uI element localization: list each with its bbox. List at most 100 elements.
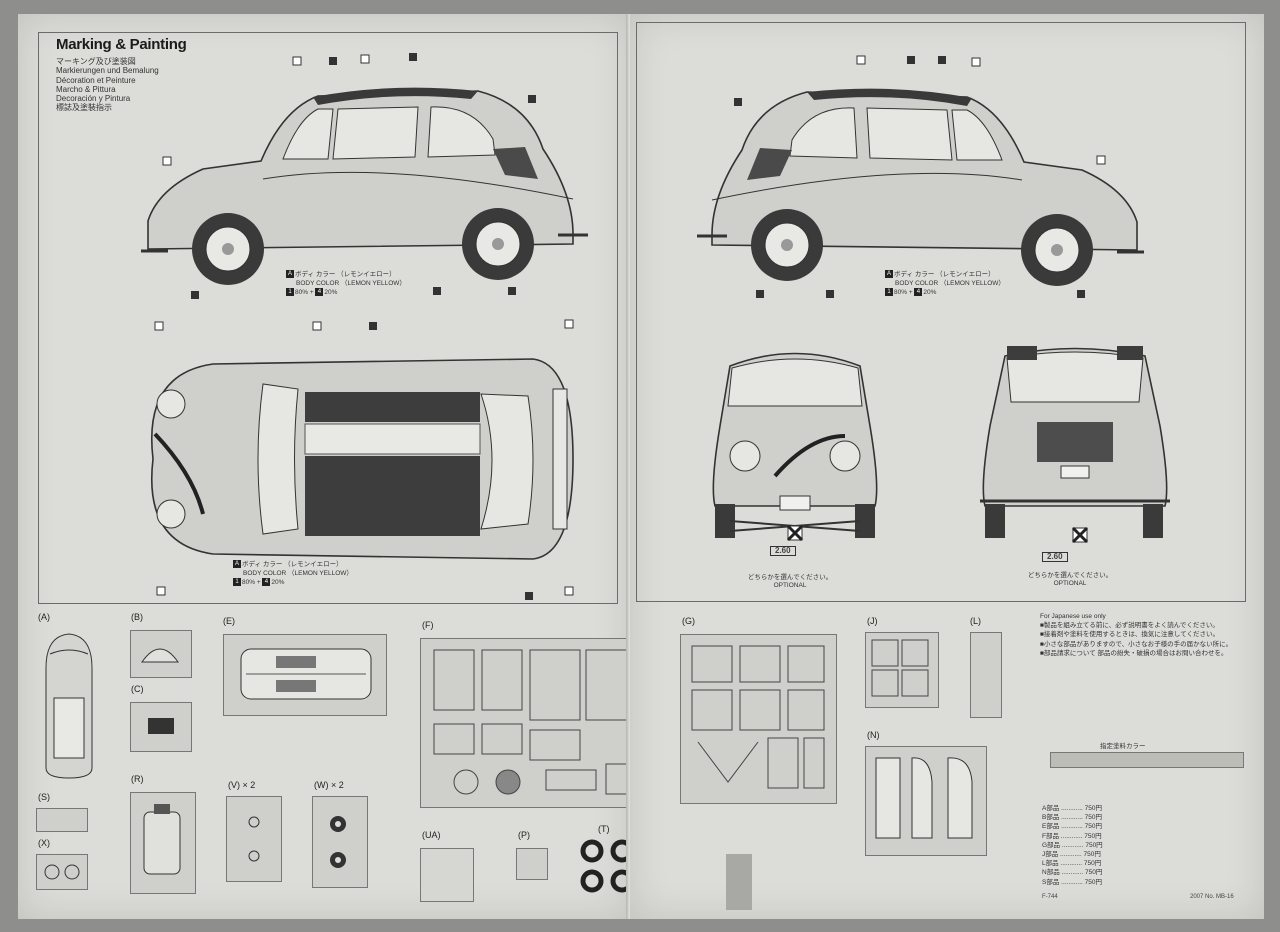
- sprue-w: [312, 796, 368, 888]
- order-row: E部品 ............ 750円: [1042, 823, 1102, 831]
- mix-ratio-1: 80% +: [242, 579, 263, 586]
- sprue-f: [420, 638, 630, 808]
- license-plate-rear: 2.60: [1042, 552, 1068, 562]
- optional-note-rear: どちらかを選んでください。 OPTIONAL: [1005, 572, 1135, 588]
- part-x-shape: [44, 864, 80, 880]
- part-label: (L): [970, 616, 981, 626]
- sprue-ua: [420, 848, 474, 902]
- part-label: (N): [867, 730, 880, 740]
- part-label: (B): [131, 612, 143, 622]
- part-label: (J): [867, 616, 878, 626]
- subtitle-line: Marcho & Pittura: [56, 84, 116, 94]
- left-page: Marking & Painting マーキング及び塗装図 Markierung…: [18, 14, 630, 919]
- part-label: (F): [422, 620, 434, 630]
- body-color-jp: ボディ カラー （レモンイエロー）: [242, 561, 343, 568]
- order-row: A部品 ............ 750円: [1042, 805, 1102, 812]
- subtitle-line: Decoración y Pintura: [56, 94, 131, 104]
- mix-ratio-1: 80% +: [295, 289, 316, 296]
- mix-number-1: 1: [233, 578, 241, 587]
- note-line: ■小さな部品がありますので、小さなお子様の手の届かない所に。: [1040, 640, 1233, 648]
- body-color-jp: ボディ カラー （レモンイエロー）: [295, 271, 396, 278]
- order-row: S部品 ............ 750円: [1042, 878, 1102, 886]
- order-row: J部品 ............ 750円: [1042, 851, 1101, 859]
- part-w-shape: [330, 816, 346, 868]
- body-color-en: BODY COLOR （LEMON YELLOW）: [895, 280, 1005, 287]
- part-c-shape: [148, 718, 174, 734]
- body-color-en: BODY COLOR （LEMON YELLOW）: [243, 570, 353, 577]
- part-label: (V) × 2: [228, 780, 256, 790]
- mix-number-1: 1: [286, 288, 294, 297]
- subtitle-line: Décoration et Peinture: [56, 75, 136, 85]
- part-label: (T): [598, 824, 610, 834]
- optional-jp: どちらかを選んでください。: [747, 574, 833, 581]
- part-v-shape: [248, 816, 260, 862]
- license-plate-front: 2.60: [770, 546, 796, 556]
- mix-number-2: 4: [315, 288, 324, 297]
- sprue-s: [36, 808, 88, 832]
- car-side-view-right: [697, 55, 1144, 298]
- subtitle-line: マーキング及び塗装図: [56, 57, 136, 66]
- subtitle-block: マーキング及び塗装図 Markierungen und Bemalung Déc…: [56, 57, 159, 113]
- mix-number-2: 4: [914, 288, 923, 297]
- color-header: 指定塗料カラー: [1100, 743, 1146, 750]
- page-title: Marking & Painting: [56, 36, 187, 53]
- optional-note-front: どちらかを選んでください。 OPTIONAL: [725, 574, 855, 590]
- part-label: (C): [131, 684, 144, 694]
- mix-ratio-2: 20%: [271, 579, 285, 586]
- notes-block: For Japanese use only ■製品を組み立てる前に、必ず説明書を…: [1040, 612, 1252, 658]
- subtitle-line: Markierungen und Bemalung: [56, 66, 159, 76]
- color-code-box: A: [885, 270, 893, 279]
- order-row: N部品 ............ 750円: [1042, 869, 1103, 877]
- order-row: B部品 ............ 750円: [1042, 814, 1102, 822]
- color-code-box: A: [233, 560, 241, 569]
- part-label: (A): [38, 612, 50, 622]
- car-front-view: [712, 352, 878, 538]
- part-label: (R): [131, 774, 144, 784]
- optional-plate-rear: [1071, 526, 1089, 544]
- body-color-jp: ボディ カラー （レモンイエロー）: [894, 271, 995, 278]
- paint-bar: [1050, 752, 1244, 768]
- car-rear-view: [980, 346, 1170, 538]
- notes-header: For Japanese use only: [1040, 613, 1106, 620]
- part-label: (S): [38, 792, 50, 802]
- footer-code: F-744: [1042, 894, 1058, 900]
- sprue-g: [680, 634, 837, 804]
- part-r-shape: [143, 804, 181, 875]
- part-label: (E): [223, 616, 235, 626]
- order-row: L部品 ............ 750円: [1042, 860, 1102, 868]
- mix-ratio-2: 20%: [923, 289, 937, 296]
- gray-swatch: [726, 854, 752, 910]
- part-label: (P): [518, 830, 530, 840]
- optional-en: OPTIONAL: [773, 582, 807, 589]
- sprue-c: [130, 702, 192, 752]
- body-shell-part-a: [45, 633, 93, 779]
- marking-frame: [38, 32, 618, 604]
- body-color-en: BODY COLOR （LEMON YELLOW）: [296, 280, 406, 287]
- sprue-j-parts: [871, 639, 929, 697]
- sprue-v: [226, 796, 282, 882]
- car-side-view-left: [141, 53, 588, 299]
- part-label: (W) × 2: [314, 780, 344, 790]
- order-row: G部品 ............ 750円: [1042, 841, 1103, 849]
- sprue-p: [516, 848, 548, 880]
- color-code-box: A: [286, 270, 294, 279]
- note-line: ■製品を組み立てる前に、必ず説明書をよく読んでください。: [1040, 622, 1219, 630]
- part-label: (X): [38, 838, 50, 848]
- part-label: (G): [682, 616, 695, 626]
- part-label: (UA): [422, 830, 441, 840]
- car-top-view: [151, 319, 574, 600]
- mix-number-2: 4: [262, 578, 271, 587]
- note-line: ■部品請求について 部品の紛失・破損の場合はお問い合わせを。: [1040, 649, 1228, 657]
- mix-ratio-2: 20%: [324, 289, 338, 296]
- subtitle-line: 標誌及塗裝指示: [56, 103, 112, 113]
- order-row: F部品 ............ 750円: [1042, 832, 1102, 840]
- part-b-shape: [141, 648, 179, 663]
- marking-frame-right: [636, 22, 1246, 602]
- sprue-g-parts: [691, 645, 825, 789]
- note-line: ■接着剤や塗料を使用するときは、換気に注意してください。: [1040, 631, 1220, 639]
